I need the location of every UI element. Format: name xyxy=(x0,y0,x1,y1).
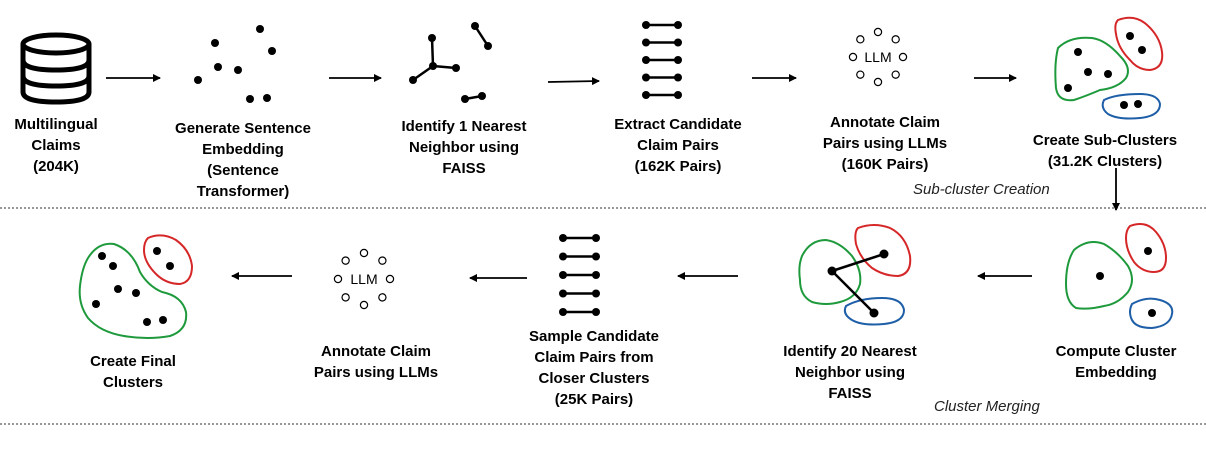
label-line: Neighbor using xyxy=(794,364,905,381)
ring-node xyxy=(856,35,865,44)
ring-node xyxy=(873,27,883,37)
claim-dot xyxy=(674,91,682,99)
claim-dot xyxy=(642,91,650,99)
claim-dot xyxy=(592,289,600,298)
label-line: (31.2K Clusters) xyxy=(1047,153,1163,170)
arrow-3 xyxy=(547,77,600,86)
label-line: Closer Clusters xyxy=(538,370,650,387)
claim-dot xyxy=(642,21,650,29)
claim-dot xyxy=(559,234,567,242)
ring-node xyxy=(333,274,343,284)
claim-dot xyxy=(559,252,567,261)
label-line: Multilingual xyxy=(14,116,98,133)
label-create-subclusters: Create Sub-Clusters (31.2K Clusters) xyxy=(1033,130,1177,172)
claim-dot xyxy=(642,73,650,82)
llm-text: LLM xyxy=(864,49,891,65)
label-line: Compute Cluster xyxy=(1055,343,1177,360)
label-line: (25K Pairs) xyxy=(554,391,634,408)
claim-dot xyxy=(674,38,682,47)
label-line: (162K Pairs) xyxy=(634,158,722,175)
flow-arrows xyxy=(106,74,1120,282)
label-line: Sample Candidate xyxy=(528,328,660,345)
cluster-neighbor-graph-icon xyxy=(798,224,912,326)
ring-node xyxy=(873,77,883,87)
label-line: Transformer) xyxy=(196,183,290,200)
ring-node xyxy=(891,70,900,79)
llm-text: LLM xyxy=(350,271,377,287)
phase-label-cluster-merging: Cluster Merging xyxy=(934,398,1040,415)
ring-node xyxy=(378,293,387,302)
claim-dot xyxy=(592,271,600,279)
label-line: Claims xyxy=(31,137,81,154)
ring-node xyxy=(848,52,858,62)
cluster-embedding-icon xyxy=(1064,223,1174,330)
sampled-claim-pairs-icon xyxy=(559,234,600,316)
claim-dot xyxy=(559,271,567,279)
label-line: Claim Pairs xyxy=(637,137,719,154)
label-line: Generate Sentence xyxy=(175,120,311,137)
claim-dot xyxy=(592,234,600,242)
label-line: FAISS xyxy=(828,385,872,402)
claim-dot xyxy=(642,38,650,47)
claim-dot xyxy=(592,308,600,316)
llm-icon: LLM xyxy=(333,248,395,310)
label-line: Create Sub-Clusters xyxy=(1032,132,1178,149)
label-line: Pairs using LLMs xyxy=(313,364,439,381)
label-line: Clusters xyxy=(102,374,164,391)
label-line: Extract Candidate xyxy=(614,116,742,133)
embedding-points-icon xyxy=(194,25,276,103)
label-line: Create Final xyxy=(90,353,176,370)
claim-dot xyxy=(674,56,682,64)
ring-node xyxy=(378,256,387,265)
claim-dot xyxy=(559,289,567,298)
claim-dot xyxy=(559,308,567,316)
label-line: (160K Pairs) xyxy=(841,156,929,173)
claim-dot xyxy=(674,73,682,82)
label-line: Neighbor using xyxy=(408,139,519,156)
subclusters-icon xyxy=(1054,16,1164,120)
label-line: (Sentence xyxy=(207,162,279,179)
claim-pairs-icon xyxy=(642,21,682,99)
label-line: Embedding xyxy=(1075,364,1157,381)
ring-node xyxy=(359,300,369,310)
claim-dot xyxy=(674,21,682,29)
database-icon xyxy=(20,32,92,105)
final-clusters-icon xyxy=(78,234,194,339)
llm-icon: LLM xyxy=(848,27,908,87)
label-line: Pairs using LLMs xyxy=(822,135,948,152)
ring-node xyxy=(341,256,350,265)
ring-node xyxy=(341,293,350,302)
ring-node xyxy=(385,274,395,284)
label-line: Claim Pairs from xyxy=(534,349,654,366)
claim-dot xyxy=(642,56,650,64)
ring-node xyxy=(891,35,900,44)
ring-node xyxy=(856,70,865,79)
label-line: Identify 20 Nearest xyxy=(783,343,917,360)
label-line: Identify 1 Nearest xyxy=(401,118,527,135)
label-line: Annotate Claim xyxy=(320,343,432,360)
nearest-neighbor-graph-icon xyxy=(409,22,492,103)
label-line: (204K) xyxy=(33,158,79,175)
label-line: FAISS xyxy=(442,160,486,177)
ring-node xyxy=(898,52,908,62)
ring-node xyxy=(359,248,369,258)
label-line: Annotate Claim xyxy=(829,114,941,131)
label-line: Embedding xyxy=(202,141,284,158)
claim-dot xyxy=(592,252,600,261)
phase-label-subcluster-creation: Sub-cluster Creation xyxy=(913,181,1050,198)
